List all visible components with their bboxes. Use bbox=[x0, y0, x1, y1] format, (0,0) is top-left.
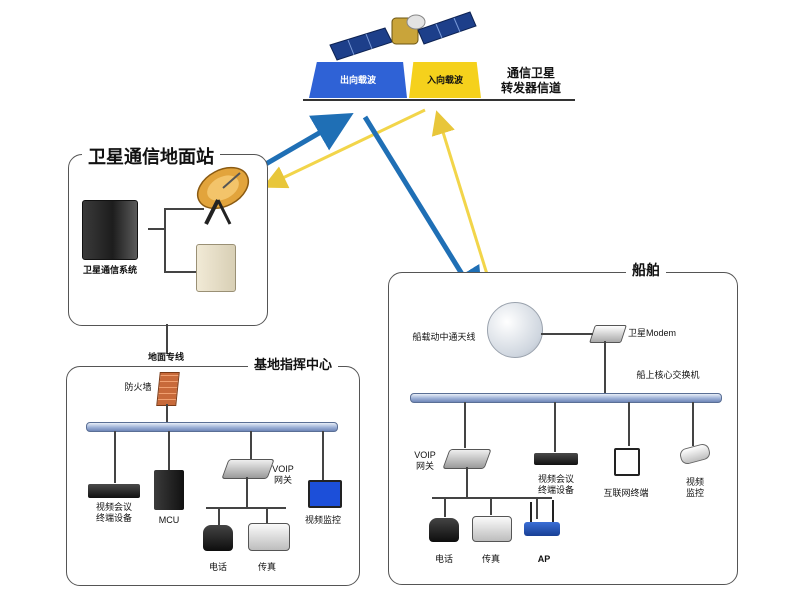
base-center-title: 基地指挥中心 bbox=[248, 354, 339, 373]
phone-icon bbox=[203, 525, 233, 551]
firewall-icon bbox=[156, 372, 180, 406]
mcu-server-icon bbox=[154, 470, 184, 510]
satellite-system-label: 卫星通信系统 bbox=[82, 265, 137, 275]
ap-label: AP bbox=[537, 554, 551, 564]
forward-carrier-label: 出向载波 bbox=[339, 75, 376, 85]
ship-fax-label: 传真 bbox=[481, 554, 500, 564]
voip-label-1: VOIP bbox=[272, 464, 294, 474]
channel-title-line2: 转发器信道 bbox=[500, 81, 561, 95]
ship-title: 船舶 bbox=[626, 260, 666, 280]
ship-drop-1 bbox=[464, 402, 466, 448]
ground-station-title: 卫星通信地面站 bbox=[82, 143, 220, 169]
base-drop-4 bbox=[322, 431, 324, 481]
wireless-ap-icon bbox=[524, 522, 560, 536]
internet-terminal-label: 互联网终端 bbox=[603, 488, 649, 498]
radome-antenna-icon bbox=[487, 302, 543, 358]
ship-fax-icon bbox=[472, 516, 512, 542]
ups-cabinet-icon bbox=[196, 244, 236, 292]
mcu-label: MCU bbox=[158, 515, 180, 525]
ship-video-terminal-label-2: 终端设备 bbox=[537, 485, 574, 495]
ship-voip-drop bbox=[466, 467, 468, 497]
dedicated-line bbox=[166, 324, 168, 354]
modem-drop bbox=[604, 341, 606, 393]
ship-video-monitor-label-1: 视频 bbox=[685, 477, 704, 487]
firewall-label: 防火墙 bbox=[124, 382, 152, 392]
ship-video-terminal-label-1: 视频会议 bbox=[537, 474, 574, 484]
fax-drop bbox=[266, 507, 268, 523]
ship-fax-drop bbox=[490, 497, 492, 515]
voip-label-2: 网关 bbox=[273, 475, 292, 485]
dedicated-line-label: 地面专线 bbox=[147, 352, 184, 362]
video-terminal-label-1: 视频会议 bbox=[95, 502, 132, 512]
forward-carrier-block bbox=[309, 62, 407, 98]
gs-link-v bbox=[164, 208, 166, 272]
downlink-return-arrow bbox=[262, 108, 426, 189]
gs-link-bottom bbox=[164, 271, 196, 273]
ship-phone-label: 电话 bbox=[434, 554, 453, 564]
base-drop-2 bbox=[168, 431, 170, 471]
fax-icon bbox=[248, 523, 290, 551]
base-lan-bus bbox=[86, 422, 338, 432]
phone-drop bbox=[218, 507, 220, 525]
modem-label: 卫星Modem bbox=[627, 328, 676, 338]
ship-video-monitor-label-2: 监控 bbox=[685, 488, 704, 498]
uplink-forward-arrow bbox=[250, 112, 354, 175]
gs-link-h1 bbox=[148, 228, 164, 230]
gs-link-top bbox=[164, 208, 204, 210]
voip-drop bbox=[246, 477, 248, 507]
channel-title-line1: 通信卫星 bbox=[506, 66, 555, 80]
ship-video-terminal-icon bbox=[534, 453, 578, 465]
base-drop-3 bbox=[250, 431, 252, 459]
ship-phone-drop bbox=[444, 497, 446, 517]
ship-ap-drop bbox=[536, 497, 538, 519]
return-carrier-label: 入向载波 bbox=[426, 75, 463, 85]
ship-drop-4 bbox=[692, 402, 694, 446]
satellite-system-server-icon bbox=[82, 200, 138, 260]
return-carrier-block bbox=[409, 62, 481, 98]
firewall-link bbox=[166, 404, 168, 422]
ap-antenna-left bbox=[530, 502, 532, 522]
video-terminal-label-2: 终端设备 bbox=[95, 513, 132, 523]
ship-voip-gateway-icon bbox=[442, 449, 492, 469]
fax-label: 传真 bbox=[257, 562, 276, 572]
voip-gateway-icon bbox=[221, 459, 275, 479]
downlink-forward-arrow bbox=[362, 115, 484, 309]
ap-antenna-right bbox=[552, 500, 554, 522]
antenna-label: 船载动中通天线 bbox=[412, 332, 476, 342]
base-center-box bbox=[66, 366, 360, 586]
internet-terminal-icon bbox=[614, 448, 640, 476]
core-switch-label: 船上核心交换机 bbox=[636, 370, 700, 380]
ship-phone-bus bbox=[432, 497, 552, 499]
uplink-return-arrow bbox=[431, 110, 497, 301]
base-drop-1 bbox=[114, 431, 116, 483]
phone-bus bbox=[206, 507, 286, 509]
ship-voip-label-1: VOIP bbox=[414, 450, 436, 460]
ship-voip-label-2: 网关 bbox=[415, 461, 434, 471]
video-conference-terminal-icon bbox=[88, 484, 140, 498]
antenna-modem-link bbox=[541, 333, 593, 335]
ship-lan-bus bbox=[410, 393, 722, 403]
channel-baseline bbox=[303, 99, 575, 101]
ship-drop-3 bbox=[628, 402, 630, 446]
video-monitor-icon bbox=[308, 480, 342, 508]
phone-label: 电话 bbox=[208, 562, 227, 572]
video-monitor-label: 视频监控 bbox=[304, 515, 341, 525]
ship-phone-icon bbox=[429, 518, 459, 542]
ship-drop-2 bbox=[554, 402, 556, 452]
